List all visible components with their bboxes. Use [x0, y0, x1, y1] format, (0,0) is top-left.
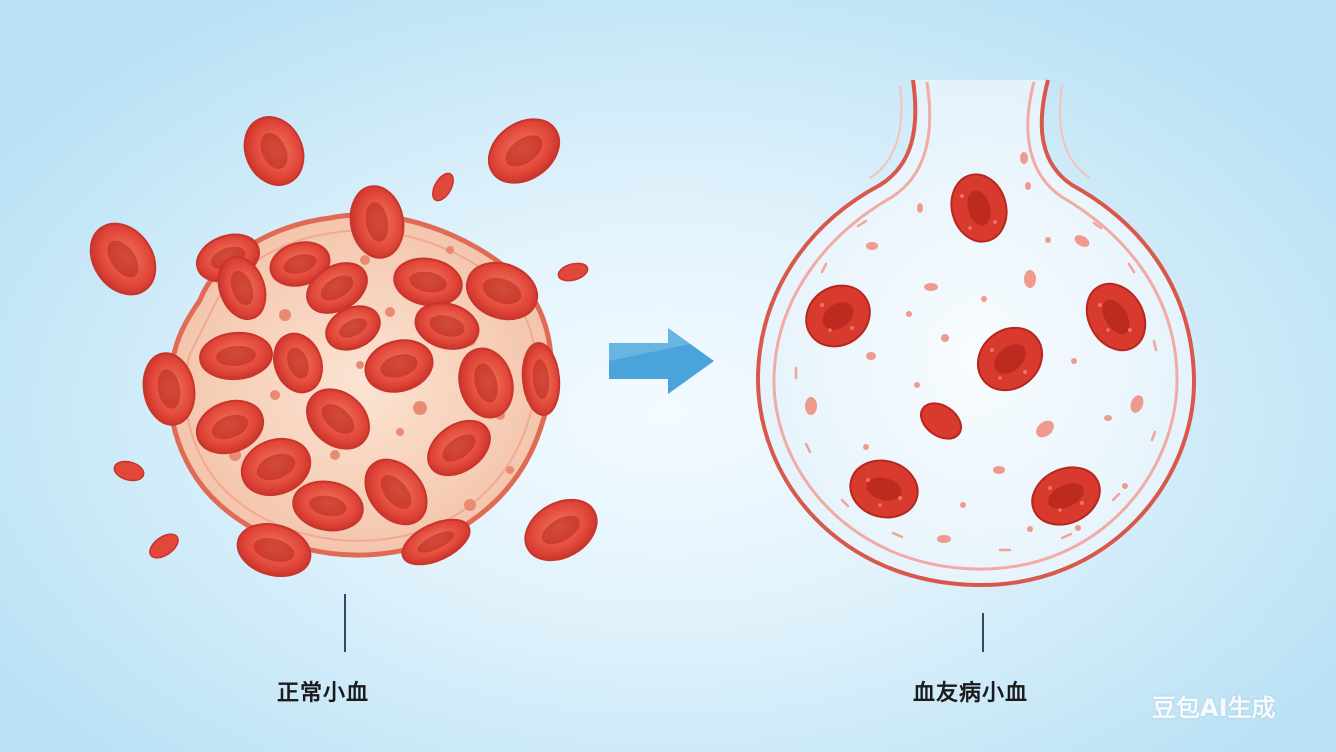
ai-generated-watermark: 豆包AI生成: [1152, 688, 1276, 723]
normal-clot-label: 正常小血: [277, 675, 369, 707]
hemophilia-vessel-group: [758, 80, 1194, 652]
hemophilia-clot-label: 血友病小血: [913, 675, 1028, 707]
transition-arrow: [609, 328, 714, 394]
normal-clot-group: [77, 106, 607, 652]
